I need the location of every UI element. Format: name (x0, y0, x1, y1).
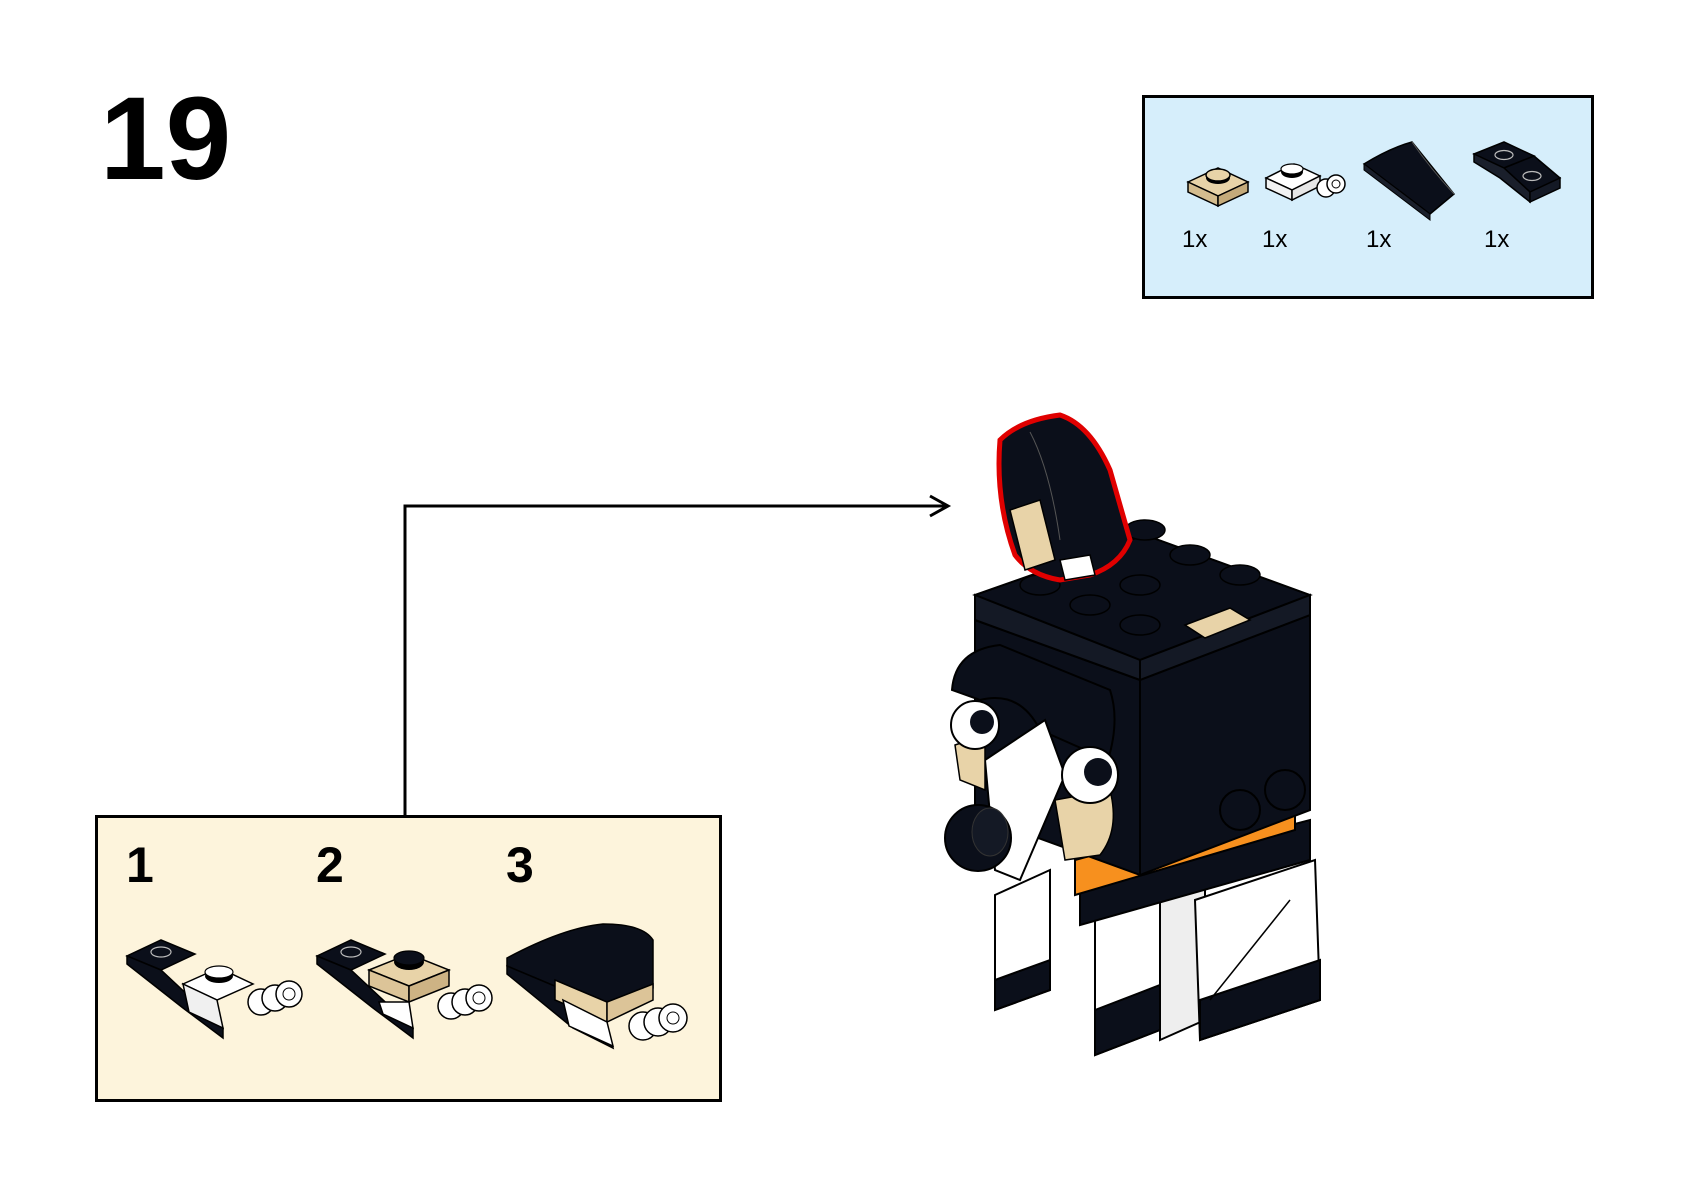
subassembly-panel: 1 2 3 (95, 815, 722, 1102)
sub-step-3-image (506, 923, 688, 1050)
dog-model-illustration (944, 412, 1322, 1057)
part-quantity: 1x (1262, 226, 1288, 253)
sub-step-label: 1 (126, 837, 154, 893)
white-clip-plate-icon (1264, 163, 1346, 202)
sub-step-1-image (125, 939, 303, 1040)
sub-step-label: 3 (506, 837, 534, 893)
part-item: 1x (1470, 138, 1570, 253)
part-item: 1x (1180, 138, 1280, 253)
part-quantity: 1x (1182, 226, 1208, 253)
parts-list: 1x 1x 1x 1x (1142, 95, 1594, 299)
part-quantity: 1x (1366, 226, 1392, 253)
step-number: 19 (100, 73, 232, 205)
part-item: 1x (1260, 138, 1360, 253)
sub-step-2-image (315, 939, 493, 1040)
tan-plate-1x1-icon (1186, 167, 1250, 208)
part-quantity: 1x (1484, 226, 1510, 253)
sub-step-label: 2 (316, 837, 344, 893)
part-item: 1x (1360, 138, 1460, 253)
black-inverted-slope-icon (1472, 141, 1562, 204)
black-curved-slope-icon (1362, 141, 1456, 222)
